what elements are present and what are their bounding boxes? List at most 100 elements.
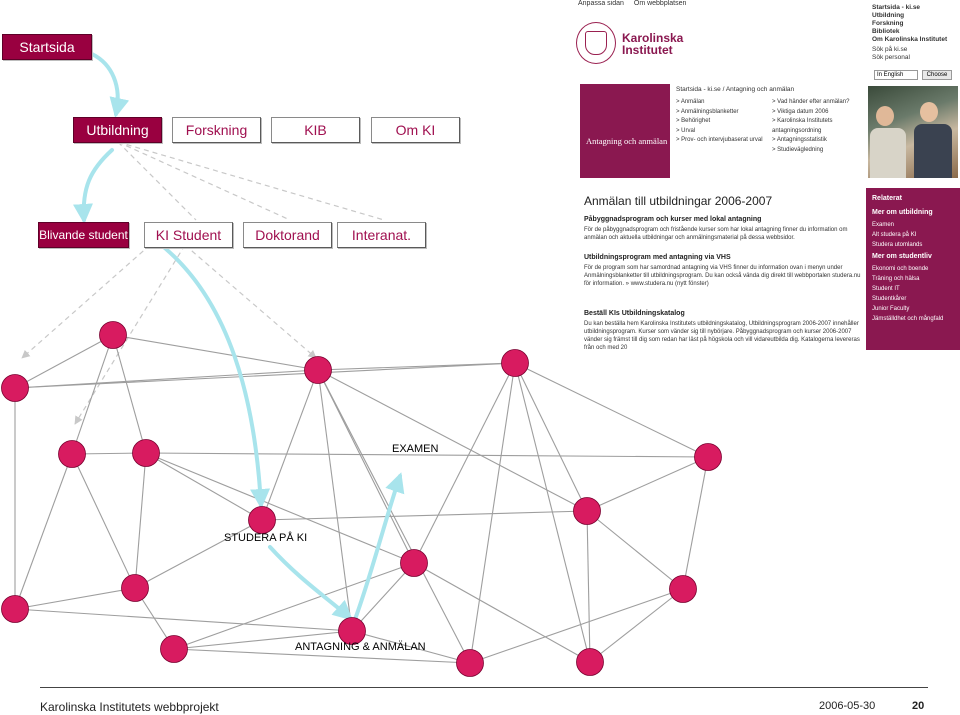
- network-edge: [173, 630, 353, 650]
- kp-menu-item[interactable]: > Urval: [676, 127, 696, 134]
- highlight-path: [73, 52, 405, 624]
- network-edge: [145, 452, 263, 521]
- network-edge: [586, 510, 591, 663]
- network-node: [132, 439, 160, 467]
- kp-aside-item[interactable]: Studera utomlands: [872, 242, 923, 248]
- network-edge: [14, 362, 516, 389]
- network-edge: [351, 562, 415, 632]
- network-edge: [134, 519, 263, 589]
- network-edge: [351, 630, 471, 664]
- path-startsida-to-utbildning: [90, 52, 130, 118]
- kp-related-aside: Relaterat Mer om utbildning Examen Alt s…: [866, 188, 960, 350]
- kp-aside-item[interactable]: Träning och hälsa: [872, 276, 920, 282]
- nav-interanat[interactable]: Interanat.: [337, 222, 426, 248]
- kp-right-links: Startsida - ki.se Utbildning Forskning B…: [872, 4, 960, 44]
- nav-blivande-student[interactable]: Blivande student: [38, 222, 129, 248]
- kp-aside-heading: Relaterat: [872, 195, 902, 202]
- dash-line: [184, 244, 317, 359]
- nav-ki-student[interactable]: KI Student: [144, 222, 233, 248]
- kp-menu-right: > Vad händer efter anmälan? > Viktiga da…: [772, 98, 862, 155]
- network-edge: [14, 587, 136, 610]
- kp-aside-item[interactable]: Alt studera på KI: [872, 232, 917, 238]
- nav-forskning[interactable]: Forskning: [172, 117, 261, 143]
- network-node: [58, 440, 86, 468]
- kp-section-heading: Påbyggnadsprogram och kurser med lokal a…: [584, 216, 762, 223]
- kp-aside-item[interactable]: Studentkårer: [872, 296, 907, 302]
- network-edge: [317, 362, 516, 371]
- network-node: [1, 595, 29, 623]
- kp-menu-item[interactable]: > Anmälan: [676, 99, 705, 105]
- kp-menu-item[interactable]: > Behörighet: [676, 118, 711, 124]
- kp-right-link[interactable]: Startsida - ki.se: [872, 4, 921, 11]
- network-edge: [514, 362, 588, 512]
- network-edge: [14, 453, 73, 610]
- network-node: [121, 574, 149, 602]
- kp-link-anpassa[interactable]: Anpassa sidan: [578, 0, 624, 7]
- network-node: [160, 635, 188, 663]
- kp-menu-item[interactable]: > Antagningsstatistik: [772, 137, 827, 143]
- kp-aside-item[interactable]: Jämställdhet och mångfald: [872, 316, 944, 322]
- nav-utbildning[interactable]: Utbildning: [73, 117, 162, 143]
- kp-section-body: För de påbyggnadsprogram och fristående …: [584, 227, 848, 241]
- kp-search-links: Sök på ki.se Sök personal: [872, 46, 960, 62]
- network-node: [456, 649, 484, 677]
- network-node: [304, 356, 332, 384]
- network-edge: [586, 456, 709, 512]
- kp-aside-item[interactable]: Ekonomi och boende: [872, 266, 929, 272]
- kp-search-link[interactable]: Sök på ki.se: [872, 46, 908, 53]
- kp-section-heading: Beställ KIs Utbildningskatalog: [584, 310, 685, 317]
- kp-breadcrumb: Startsida - ki.se / Antagning och anmäla…: [676, 86, 795, 93]
- kp-aside-item[interactable]: Junior Faculty: [872, 306, 910, 312]
- kp-right-link[interactable]: Om Karolinska Institutet: [872, 36, 948, 43]
- network-edge: [71, 334, 114, 455]
- network-node: [576, 648, 604, 676]
- nav-startsida[interactable]: Startsida: [2, 34, 92, 60]
- network-edge: [514, 362, 709, 458]
- footer-date: 2006-05-30: [819, 700, 876, 712]
- footer-page-number: 20: [912, 700, 925, 712]
- kp-section-body: Du kan beställa hem Karolinska Institute…: [584, 321, 860, 350]
- kp-language-select[interactable]: In English: [874, 70, 918, 80]
- kp-section-heading: Utbildningsprogram med antagning via VHS: [584, 254, 731, 261]
- kp-menu-item[interactable]: > Viktiga datum 2006: [772, 108, 829, 115]
- network-edge: [317, 369, 415, 564]
- network-edge: [469, 362, 516, 664]
- path-utbildning-to-blivande: [73, 148, 114, 224]
- kp-choose-button[interactable]: Choose: [922, 70, 952, 80]
- kp-right-link[interactable]: Bibliotek: [872, 28, 900, 35]
- kp-menu-item[interactable]: > Karolinska Institutets antagningsordni…: [772, 118, 833, 134]
- kp-menu-item[interactable]: > Studievägledning: [772, 146, 824, 153]
- kp-students-photo: [868, 86, 958, 178]
- network-edge: [145, 452, 415, 564]
- network-edge: [134, 452, 147, 589]
- network-edge: [469, 588, 684, 664]
- kp-aside-heading: Mer om studentliv: [872, 253, 932, 260]
- nav-om-ki[interactable]: Om KI: [371, 117, 460, 143]
- nav-kib[interactable]: KIB: [271, 117, 360, 143]
- kp-menu-item[interactable]: > Prov- och intervjubaserat urval: [676, 137, 763, 143]
- kp-brand: Karolinska Institutet: [622, 31, 684, 57]
- kp-link-om[interactable]: Om webbplatsen: [633, 0, 687, 7]
- nav-doktorand[interactable]: Doktorand: [243, 222, 332, 248]
- network-node: [99, 321, 127, 349]
- network-edge: [413, 362, 516, 564]
- network-edge: [112, 334, 319, 371]
- kp-aside-item[interactable]: Examen: [872, 222, 895, 228]
- path-studera-to-antagning: [268, 545, 353, 621]
- kp-section: Beställ KIs Utbildningskatalog Du kan be…: [584, 310, 864, 350]
- network-node: [573, 497, 601, 525]
- network-edge: [586, 510, 684, 590]
- kp-menu-item[interactable]: > Vad händer efter anmälan?: [772, 99, 850, 105]
- network-edge: [261, 369, 319, 521]
- network-edges: [14, 334, 709, 664]
- label-antagning-anmalan: ANTAGNING & ANMÄLAN: [295, 641, 426, 653]
- dash-line: [74, 244, 186, 425]
- kp-right-link[interactable]: Utbildning: [872, 12, 905, 19]
- kp-menu-item[interactable]: > Anmälningsblanketter: [676, 108, 739, 115]
- kp-section: Utbildningsprogram med antagning via VHS…: [584, 254, 864, 288]
- dash-line: [117, 141, 197, 221]
- kp-right-link[interactable]: Forskning: [872, 20, 904, 27]
- label-studera-pa-ki: STUDERA PÅ KI: [224, 532, 308, 544]
- kp-search-link[interactable]: Sök personal: [872, 54, 910, 61]
- kp-aside-item[interactable]: Student IT: [872, 286, 900, 292]
